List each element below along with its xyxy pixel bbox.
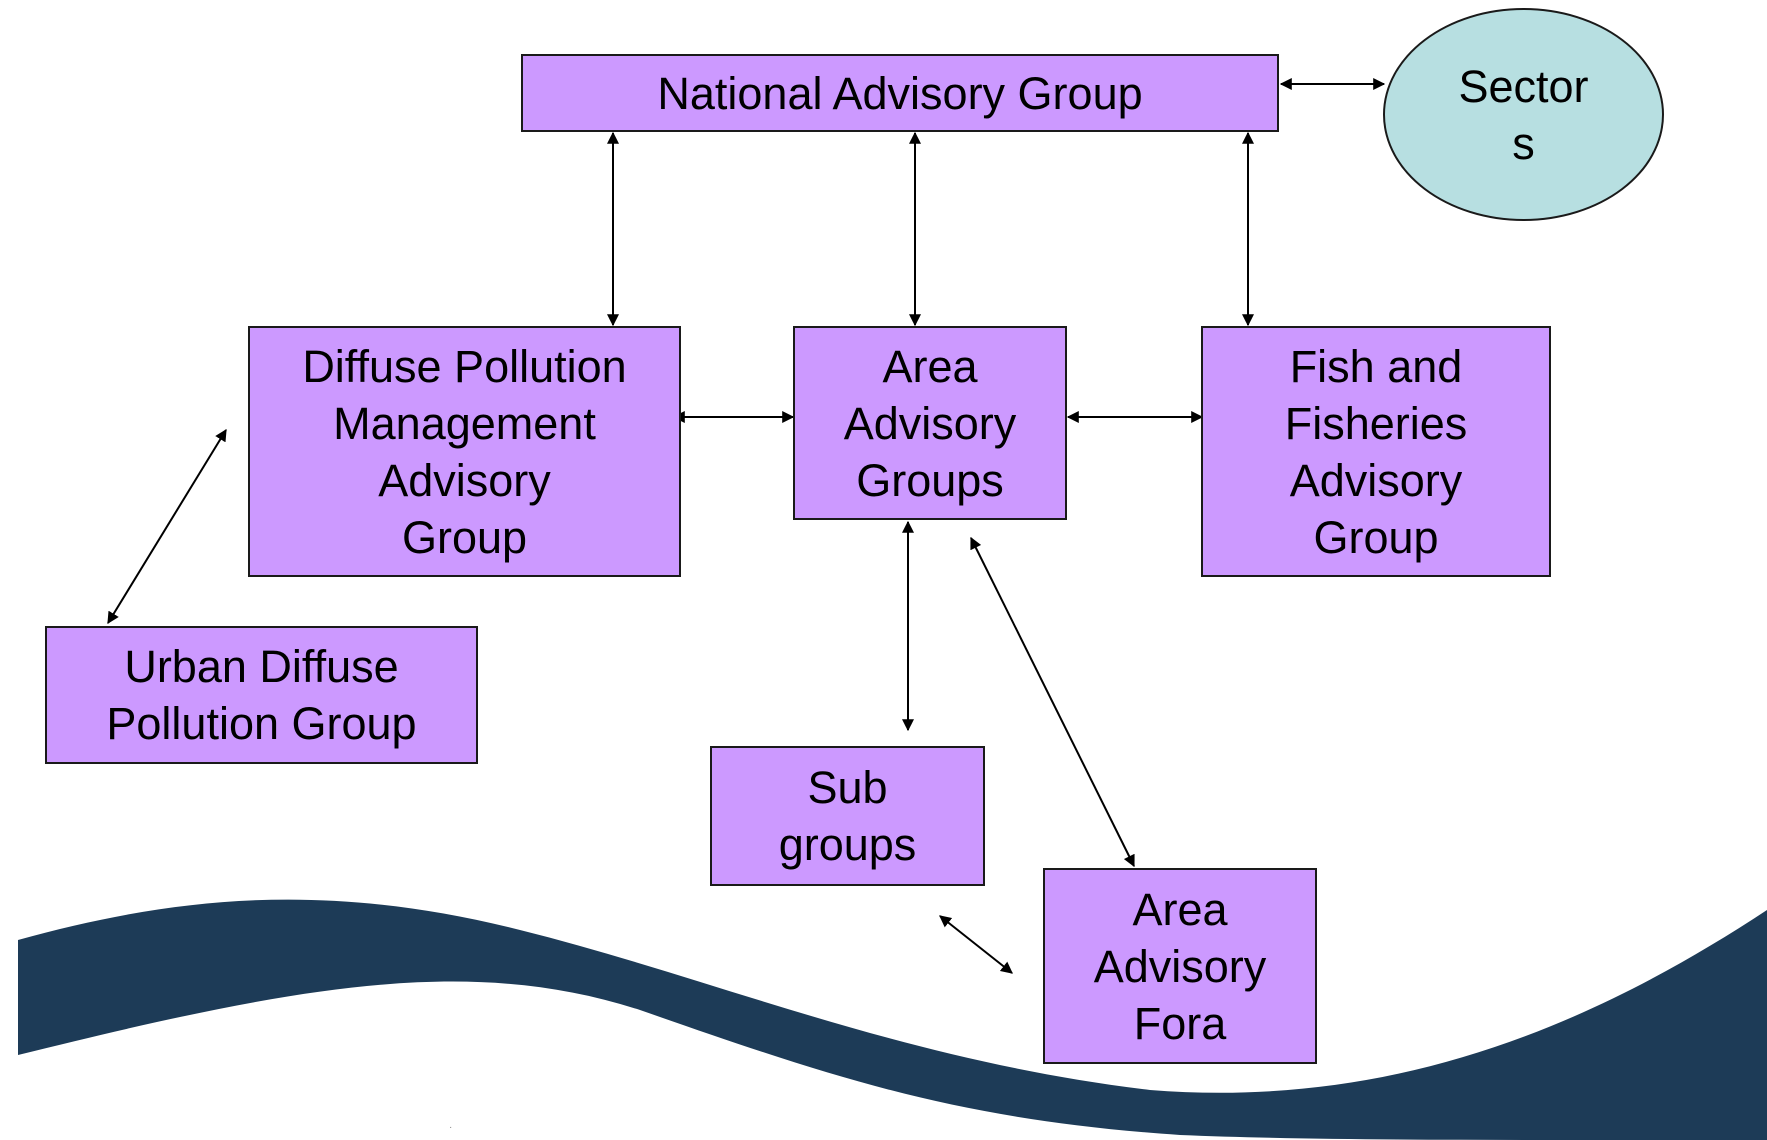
diffuse-pollution-label: Diffuse Pollution Management Advisory Gr… [302,340,627,563]
link-sub-fora [939,915,1013,974]
sub-groups-box: Sub groups [710,746,985,886]
fish-fisheries-box: Fish and Fisheries Advisory Group [1201,326,1551,577]
area-advisory-fora-label: Area Advisory Fora [1093,883,1267,1049]
wave-band [18,899,1767,1140]
urban-diffuse-label: Urban Diffuse Pollution Group [106,641,417,749]
sectors-oval: Sector s [1383,8,1664,221]
area-advisory-fora-box: Area Advisory Fora [1043,868,1317,1064]
sub-groups-label: Sub groups [778,762,917,870]
national-advisory-group-box: National Advisory Group [521,54,1279,132]
link-area-fora [970,536,1135,868]
area-advisory-groups-label: Area Advisory Groups [843,340,1017,506]
area-advisory-groups-box: Area Advisory Groups [793,326,1067,520]
link-diffuse-urban [107,428,227,625]
sectors-label: Sector s [1458,60,1589,169]
diffuse-pollution-box: Diffuse Pollution Management Advisory Gr… [248,326,681,577]
stray-mark: · [449,1122,453,1133]
urban-diffuse-box: Urban Diffuse Pollution Group [45,626,478,764]
national-advisory-group-label: National Advisory Group [657,67,1143,119]
fish-fisheries-label: Fish and Fisheries Advisory Group [1284,340,1468,563]
